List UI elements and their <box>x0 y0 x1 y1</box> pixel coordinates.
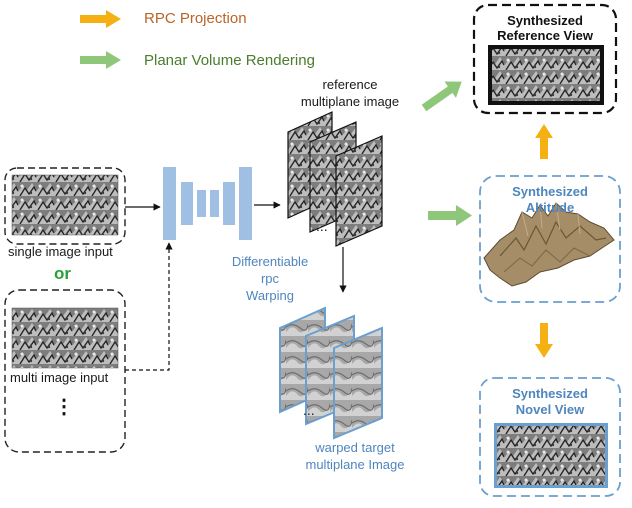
reference-mpi-stack <box>287 111 383 247</box>
warped-mpi-stack <box>279 306 383 440</box>
altitude-title-line2: Altitude <box>525 200 575 215</box>
single-input-box <box>4 167 126 245</box>
to-altitude-arrow-icon <box>428 205 472 226</box>
novel-view-title-line1: Synthesized <box>512 386 588 401</box>
multi-input-label: multi image input <box>10 370 109 385</box>
warped-mpi-dots: ... <box>303 402 315 418</box>
reference-view-title-line1: Synthesized <box>507 13 583 28</box>
novel-view-image <box>497 426 605 485</box>
multi-input-box <box>4 289 126 453</box>
reference-view-image <box>492 49 600 101</box>
to-reference-view-arrow-icon <box>421 81 462 112</box>
encoder-decoder-network <box>163 167 252 240</box>
warping-label-line2: rpc <box>260 271 280 286</box>
multi-input-ellipsis: ⋮ <box>54 396 74 418</box>
legend-volume-rendering-arrow-icon <box>80 51 121 69</box>
altitude-to-reference-arrow-icon <box>535 124 553 159</box>
altitude-to-novel-arrow-icon <box>535 323 553 358</box>
altitude-title-line1: Synthesized <box>512 184 588 199</box>
reference-mpi-dots: ... <box>316 218 328 234</box>
single-input-label: single image input <box>8 244 113 259</box>
single-input-image <box>11 174 119 236</box>
warping-label-line3: Warping <box>246 288 294 303</box>
warped-mpi-label-line2: multiplane Image <box>305 457 405 472</box>
legend-rpc-projection-label: RPC Projection <box>144 10 247 27</box>
legend-rpc-arrow-icon <box>80 10 121 28</box>
multi-input-image <box>11 307 119 369</box>
warped-mpi-label-line1: warped target <box>315 440 395 455</box>
reference-mpi-label-line2: multiplane image <box>300 94 400 109</box>
legend-volume-rendering-label: Planar Volume Rendering <box>144 52 315 69</box>
multi-to-network-arrow <box>125 242 173 371</box>
or-label: or <box>54 264 71 283</box>
reference-mpi-label-line1: reference <box>322 77 378 92</box>
reference-view-title-line2: Reference View <box>497 28 593 43</box>
novel-view-title-line2: Novel View <box>515 402 585 417</box>
altitude-terrain-surface <box>483 202 615 287</box>
warping-label-line1: Differentiable <box>231 254 309 269</box>
